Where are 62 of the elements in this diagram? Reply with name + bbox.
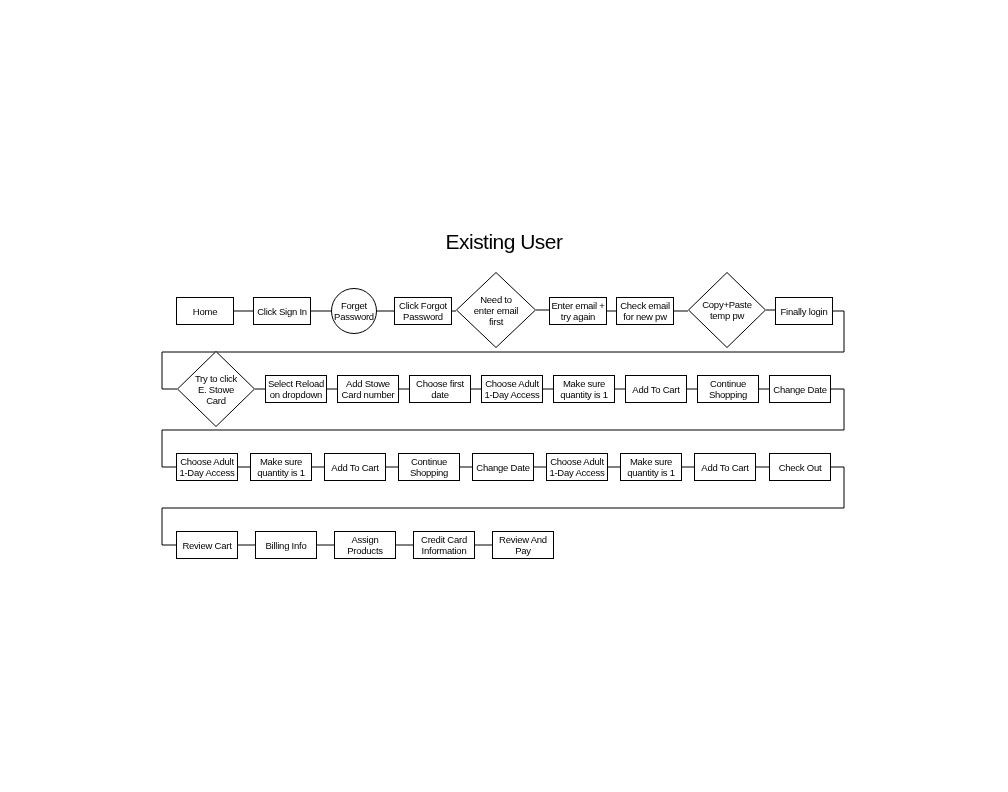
process-box: Choose Adult 1-Day Access	[546, 453, 608, 481]
process-box: Add Stowe Card number	[337, 375, 399, 403]
connector-line	[316, 544, 335, 546]
connector-line	[673, 310, 689, 312]
connector-line	[310, 310, 332, 312]
process-box: Credit Card Information	[413, 531, 475, 559]
process-box: Add To Cart	[625, 375, 687, 403]
connector-line	[451, 310, 457, 312]
connector-line	[395, 544, 414, 546]
process-box: Make sure quantity is 1	[553, 375, 615, 403]
process-box: Choose first date	[409, 375, 471, 403]
connector-line	[755, 466, 770, 468]
process-box: Continue Shopping	[398, 453, 460, 481]
process-box: Assign Products	[334, 531, 396, 559]
process-box: Click Sign In	[253, 297, 311, 325]
connector-line	[161, 310, 845, 390]
decision-diamond: Copy+Paste temp pw	[688, 272, 766, 348]
connector-line	[376, 310, 395, 312]
connector-line	[542, 388, 554, 390]
connector-line	[533, 466, 547, 468]
connector-line	[311, 466, 325, 468]
process-box: Choose Adult 1-Day Access	[481, 375, 543, 403]
connector-line	[326, 388, 338, 390]
connector-line	[614, 388, 626, 390]
process-box: Change Date	[472, 453, 534, 481]
process-box: Check Out	[769, 453, 831, 481]
connector-line	[398, 388, 410, 390]
connector-line	[470, 388, 482, 390]
decision-diamond: Try to click E. Stowe Card	[177, 351, 255, 427]
connector-line	[535, 309, 550, 311]
process-box: Make sure quantity is 1	[250, 453, 312, 481]
connector-line	[681, 466, 695, 468]
connector-line	[474, 544, 493, 546]
connector-line	[237, 466, 251, 468]
process-box: Click Forgot Password	[394, 297, 452, 325]
process-box: Check email for new pw	[616, 297, 674, 325]
connector-line	[161, 388, 845, 468]
process-box: Select Reload on dropdown	[265, 375, 327, 403]
process-box: Choose Adult 1-Day Access	[176, 453, 238, 481]
connector-line	[758, 388, 770, 390]
process-box: Change Date	[769, 375, 831, 403]
connector-line	[765, 309, 776, 311]
decision-diamond: Need to enter email first	[456, 272, 536, 348]
connector-line	[385, 466, 399, 468]
process-box: Add To Cart	[694, 453, 756, 481]
connector-line	[607, 466, 621, 468]
process-box: Continue Shopping	[697, 375, 759, 403]
process-box: Review And Pay	[492, 531, 554, 559]
connector-line	[686, 388, 698, 390]
connector-line	[459, 466, 473, 468]
connector-line	[254, 388, 266, 390]
process-box: Finally login	[775, 297, 833, 325]
diagram-title: Existing User	[445, 229, 563, 255]
connector-line	[237, 544, 256, 546]
process-box: Enter email + try again	[549, 297, 607, 325]
process-box: Make sure quantity is 1	[620, 453, 682, 481]
process-box: Home	[176, 297, 234, 325]
process-box: Add To Cart	[324, 453, 386, 481]
connector-line	[606, 310, 617, 312]
connector-line	[233, 310, 254, 312]
process-box: Review Cart	[176, 531, 238, 559]
process-box: Billing Info	[255, 531, 317, 559]
